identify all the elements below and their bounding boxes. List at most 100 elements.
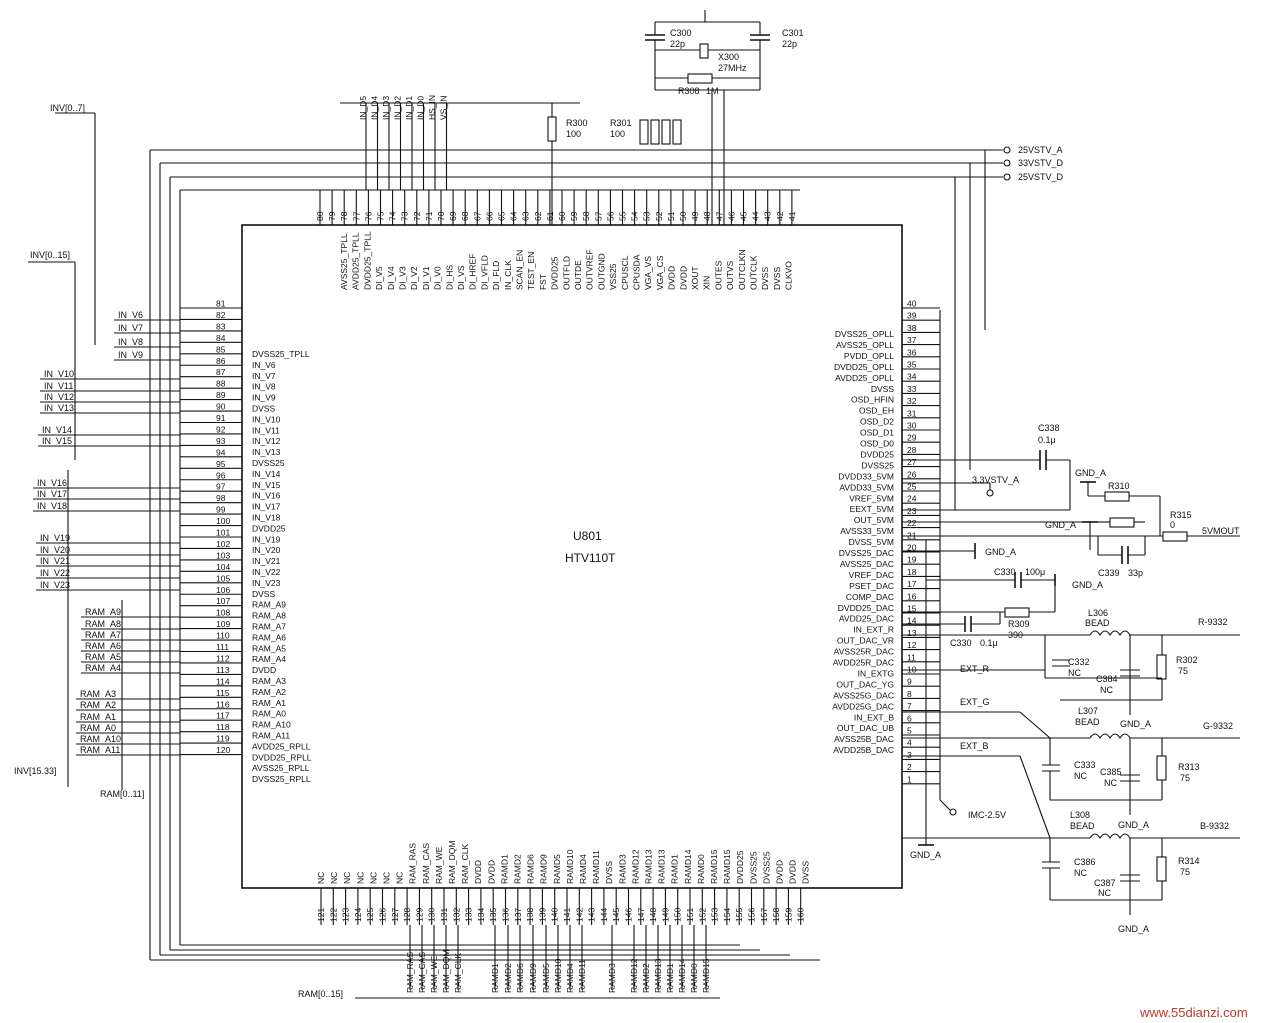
left-pin-name: RAM_A2 [252,687,286,697]
left-pin-number: 97 [216,482,226,492]
rail-25vstv-a: 25VSTV_A [1018,145,1063,155]
top-pin-number: 57 [593,211,603,221]
top-pin-name: CLKVO [784,261,794,290]
in-net-label: IN_V14 [42,425,72,435]
c332-val: NC [1068,668,1081,678]
bottom-pin-name: DVSS [801,861,811,884]
top-pin-number: 78 [339,211,349,221]
right-pin-number: 21 [907,530,917,540]
rgb-filters: L306 BEAD R-9332 C332 NC C384 NC R302 75… [902,608,1240,934]
bottom-pin-name: NC [355,872,365,884]
bottom-pin-name: RAM_CLK [460,844,470,884]
right-pin-number: 28 [907,445,917,455]
left-pin-number: 86 [216,356,226,366]
bottom-pin-name: RAMD14 [683,849,693,884]
bottom-pin-number: 134 [476,908,486,922]
top-pin-number: 47 [714,211,724,221]
gnd-a-5: GND_A [910,850,941,860]
right-pin-number: 34 [907,372,917,382]
top-pin-name: OUTCLK [749,255,759,290]
in-net-label: IN_V11 [44,381,73,391]
right-pin-name: AVSS25R_DAC [834,647,894,657]
bottom-pin-name: RAM_RAS [408,843,418,884]
top-pin-number: 54 [630,211,640,221]
bottom-pin-number: 147 [636,908,646,922]
l308-val: BEAD [1070,821,1095,831]
bottom-pin-number: 148 [648,908,658,922]
top-pin-name: TEST_EN [526,252,536,290]
bottom-pin-name: RAMD13 [657,849,667,884]
chip-part: HTV110T [565,551,616,565]
right-pin-number: 2 [907,762,912,772]
bottom-pin-name: NC [395,872,405,884]
left-pin-number: 119 [216,734,230,744]
bottom-pin-number: 131 [439,908,449,922]
right-pin-name: DVSS [871,384,894,394]
top-pin-number: 52 [654,211,664,221]
top-pin-name: VGA_VS [643,256,653,290]
top-pin-number: 65 [497,211,507,221]
c386-val: NC [1074,868,1087,878]
top-pin-number: 74 [388,211,398,221]
x300-val: 27MHz [718,63,747,73]
left-pin-name: RAM_A7 [252,622,286,632]
right-pin-number: 3 [907,750,912,760]
top-pin-number: 46 [726,211,736,221]
top-pin-name: DVSS [772,267,782,290]
r308-val: 1M [706,86,719,96]
top-pin-name: AVDD25_TPLL [351,232,361,290]
right-pin-name: AVSS25_DAC [840,559,894,569]
top-pin-number: 64 [509,211,519,221]
in-net-label: IN_V17 [37,489,67,499]
top-pin-name: AVSS25_TPLL [339,233,349,290]
bottom-pin-number: 153 [710,908,720,922]
r301-ref: R301 [610,118,632,128]
right-pin-name: PSET_DAC [849,581,894,591]
right-pin-number: 18 [907,567,917,577]
c338-ref: C338 [1038,423,1060,433]
left-pin-name: DVSS [252,404,275,414]
top-pin-name: CPUSCL [620,255,630,290]
right-pin-name: AVSS25B_DAC [834,734,894,744]
right-pin-number: 24 [907,494,917,504]
top-pin-name: DI_HREF [468,254,478,290]
l306-val: BEAD [1085,618,1110,628]
ram-net-label: RAM_A6 [85,641,121,651]
bottom-pin-number: 137 [513,908,523,922]
in-net-label: IN_V15 [42,436,72,446]
right-pin-number: 12 [907,640,917,650]
top-pin-name: DI_V0 [433,266,443,290]
l307-val: BEAD [1075,717,1100,727]
x300-ref: X300 [718,52,739,62]
top-pin-name: DI_HS [444,265,454,290]
right-pin-number: 1 [907,774,912,784]
top-pin-number: 66 [484,211,494,221]
bottom-pin-number: 128 [402,908,412,922]
left-pin-number: 103 [216,550,230,560]
right-circuits: 3.3VSTV_A C338 0.1μ GND_A R310 GND_A R31… [902,423,1240,860]
right-pin-name: OUT_DAC_YG [836,679,894,689]
left-pin-number: 90 [216,402,226,412]
ram-net-label: RAM_A7 [85,630,121,640]
top-pin-name: VGA_CS [655,255,665,290]
gnd-a-b: GND_A [1118,924,1149,934]
top-pin-number: 61 [545,211,555,221]
c333-val: NC [1074,771,1087,781]
left-pin-name: IN_V16 [252,491,281,501]
gnd-a-2: GND_A [1045,520,1076,530]
c387-ref: C387 [1094,878,1116,888]
top-pin-name: OUTES [713,260,723,290]
ram-net-label: RAM_A0 [80,723,116,733]
left-pin-name: IN_V15 [252,480,281,490]
left-pin-number: 113 [216,665,230,675]
left-pin-name: IN_V21 [252,556,281,566]
left-pin-name: DVSS25 [252,458,285,468]
net-5vmout: 5VMOUT [1202,526,1240,536]
bottom-pin-number: 151 [685,908,695,922]
in-net-label: IN_V18 [37,501,67,511]
left-pin-name: RAM_A0 [252,709,286,719]
left-pin-number: 95 [216,459,226,469]
ram-net-label: RAM_A11 [80,745,120,755]
